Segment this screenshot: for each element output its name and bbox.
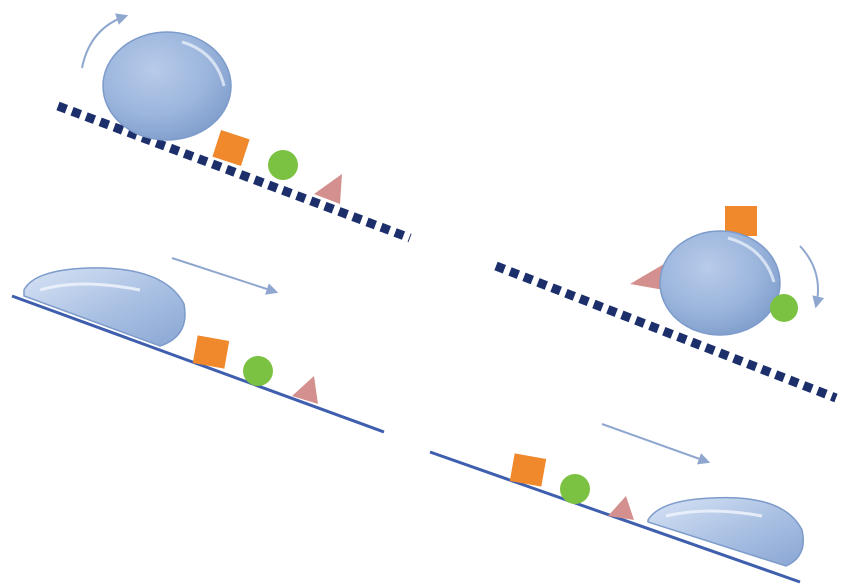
triangle-particle — [630, 264, 664, 290]
rolling-droplet — [659, 230, 781, 336]
droplet-highlight — [39, 282, 141, 292]
circle-particle — [268, 150, 298, 180]
rolling-droplet — [102, 31, 232, 141]
triangle-particle — [608, 496, 634, 520]
triangle-particle — [314, 174, 342, 204]
triangle-particle — [292, 376, 318, 404]
square-particle — [192, 335, 230, 369]
square-particle — [509, 453, 547, 487]
circle-particle — [770, 294, 798, 322]
straight-arrow-icon — [601, 423, 711, 465]
droplet-highlight — [727, 236, 776, 283]
square-particle — [212, 130, 250, 166]
sliding-droplet — [23, 267, 186, 347]
textured-surface — [494, 261, 838, 403]
smooth-surface — [11, 294, 385, 434]
panel-middle-left — [11, 257, 385, 434]
droplet-highlight — [181, 40, 226, 87]
straight-arrow-icon — [171, 257, 279, 295]
circle-particle — [560, 474, 590, 504]
sliding-droplet — [647, 496, 804, 567]
curved-arrow-icon — [81, 13, 129, 69]
circle-particle — [243, 356, 273, 386]
panel-bottom-right — [429, 423, 804, 584]
textured-surface — [56, 101, 412, 243]
curved-arrow-icon — [799, 245, 825, 309]
panel-top-right — [494, 206, 838, 403]
panel-top-left — [56, 13, 412, 243]
droplet-highlight — [665, 509, 763, 518]
